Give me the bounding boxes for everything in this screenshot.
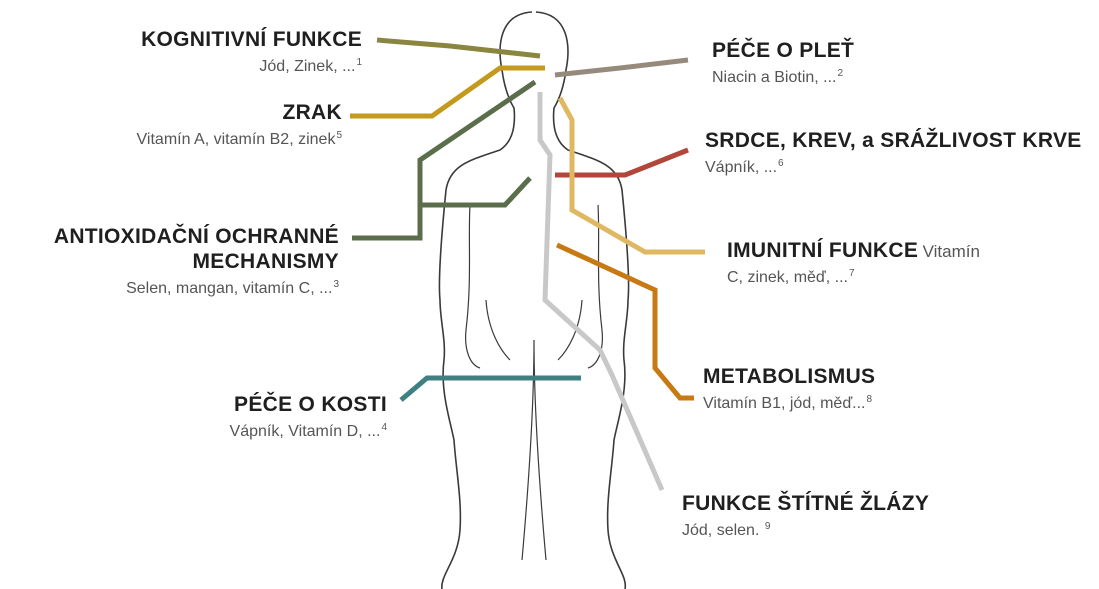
reference-number: 4 [381, 422, 387, 433]
callout-title-line2: MECHANISMY [54, 249, 339, 274]
reference-number: 9 [765, 521, 771, 532]
callout-antioxidacni: ANTIOXIDAČNÍ OCHRANNÉ MECHANISMY Selen, … [54, 224, 339, 300]
line-kognitivni [377, 40, 540, 56]
callout-imunitni: IMUNITNÍ FUNKCE Vitamín C, zinek, měď, .… [727, 238, 980, 289]
line-stitna [540, 92, 662, 490]
reference-number: 6 [778, 158, 784, 169]
reference-number: 3 [333, 279, 339, 290]
callout-title: METABOLISMUS [703, 364, 875, 389]
callout-title: ZRAK [137, 100, 342, 125]
callout-title: IMUNITNÍ FUNKCE [727, 239, 918, 262]
callout-kognitivni: KOGNITIVNÍ FUNKCE Jód, Zinek, ...1 [141, 27, 362, 78]
line-kosti [401, 378, 581, 400]
callout-title: PÉČE O KOSTI [230, 392, 387, 417]
callout-nutrients: Vápník, ...6 [705, 153, 1082, 179]
callout-title-line1: ANTIOXIDAČNÍ OCHRANNÉ [54, 224, 339, 249]
line-srdce [555, 150, 688, 175]
callout-nutrients: Jód, selen. 9 [682, 516, 929, 542]
callout-nutrients: Selen, mangan, vitamín C, ...3 [54, 274, 339, 300]
callout-srdce: SRDCE, KREV, a SRÁŽLIVOST KRVE Vápník, .… [705, 128, 1082, 179]
callout-zrak: ZRAK Vitamín A, vitamín B2, zinek5 [137, 100, 342, 151]
callout-plet: PÉČE O PLEŤ Niacin a Biotin, ...2 [712, 38, 854, 89]
callout-nutrients: Vitamín A, vitamín B2, zinek5 [137, 125, 342, 151]
callout-title: SRDCE, KREV, a SRÁŽLIVOST KRVE [705, 128, 1082, 153]
line-plet [555, 60, 688, 75]
callout-title-suffix: Vitamín [923, 242, 980, 261]
reference-number: 8 [867, 394, 873, 405]
callout-metabolismus: METABOLISMUS Vitamín B1, jód, měď...8 [703, 364, 875, 415]
callout-title: KOGNITIVNÍ FUNKCE [141, 27, 362, 52]
callout-nutrients: C, zinek, měď, ...7 [727, 263, 980, 289]
callout-nutrients: Vitamín B1, jód, měď...8 [703, 389, 875, 415]
callout-nutrients: Niacin a Biotin, ...2 [712, 63, 854, 89]
reference-number: 7 [849, 268, 855, 279]
reference-number: 1 [356, 57, 362, 68]
callout-nutrients: Vápník, Vitamín D, ...4 [230, 417, 387, 443]
callout-title: PÉČE O PLEŤ [712, 38, 854, 63]
callout-kosti: PÉČE O KOSTI Vápník, Vitamín D, ...4 [230, 392, 387, 443]
callout-nutrients: Jód, Zinek, ...1 [141, 52, 362, 78]
reference-number: 2 [838, 68, 844, 79]
line-zrak [350, 68, 545, 116]
line-antioxidacni-2 [420, 178, 530, 205]
callout-stitna: FUNKCE ŠTÍTNÉ ŽLÁZY Jód, selen. 9 [682, 491, 929, 542]
callout-title: FUNKCE ŠTÍTNÉ ŽLÁZY [682, 491, 929, 516]
callout-title-row: IMUNITNÍ FUNKCE Vitamín [727, 238, 980, 263]
reference-number: 5 [336, 130, 342, 141]
